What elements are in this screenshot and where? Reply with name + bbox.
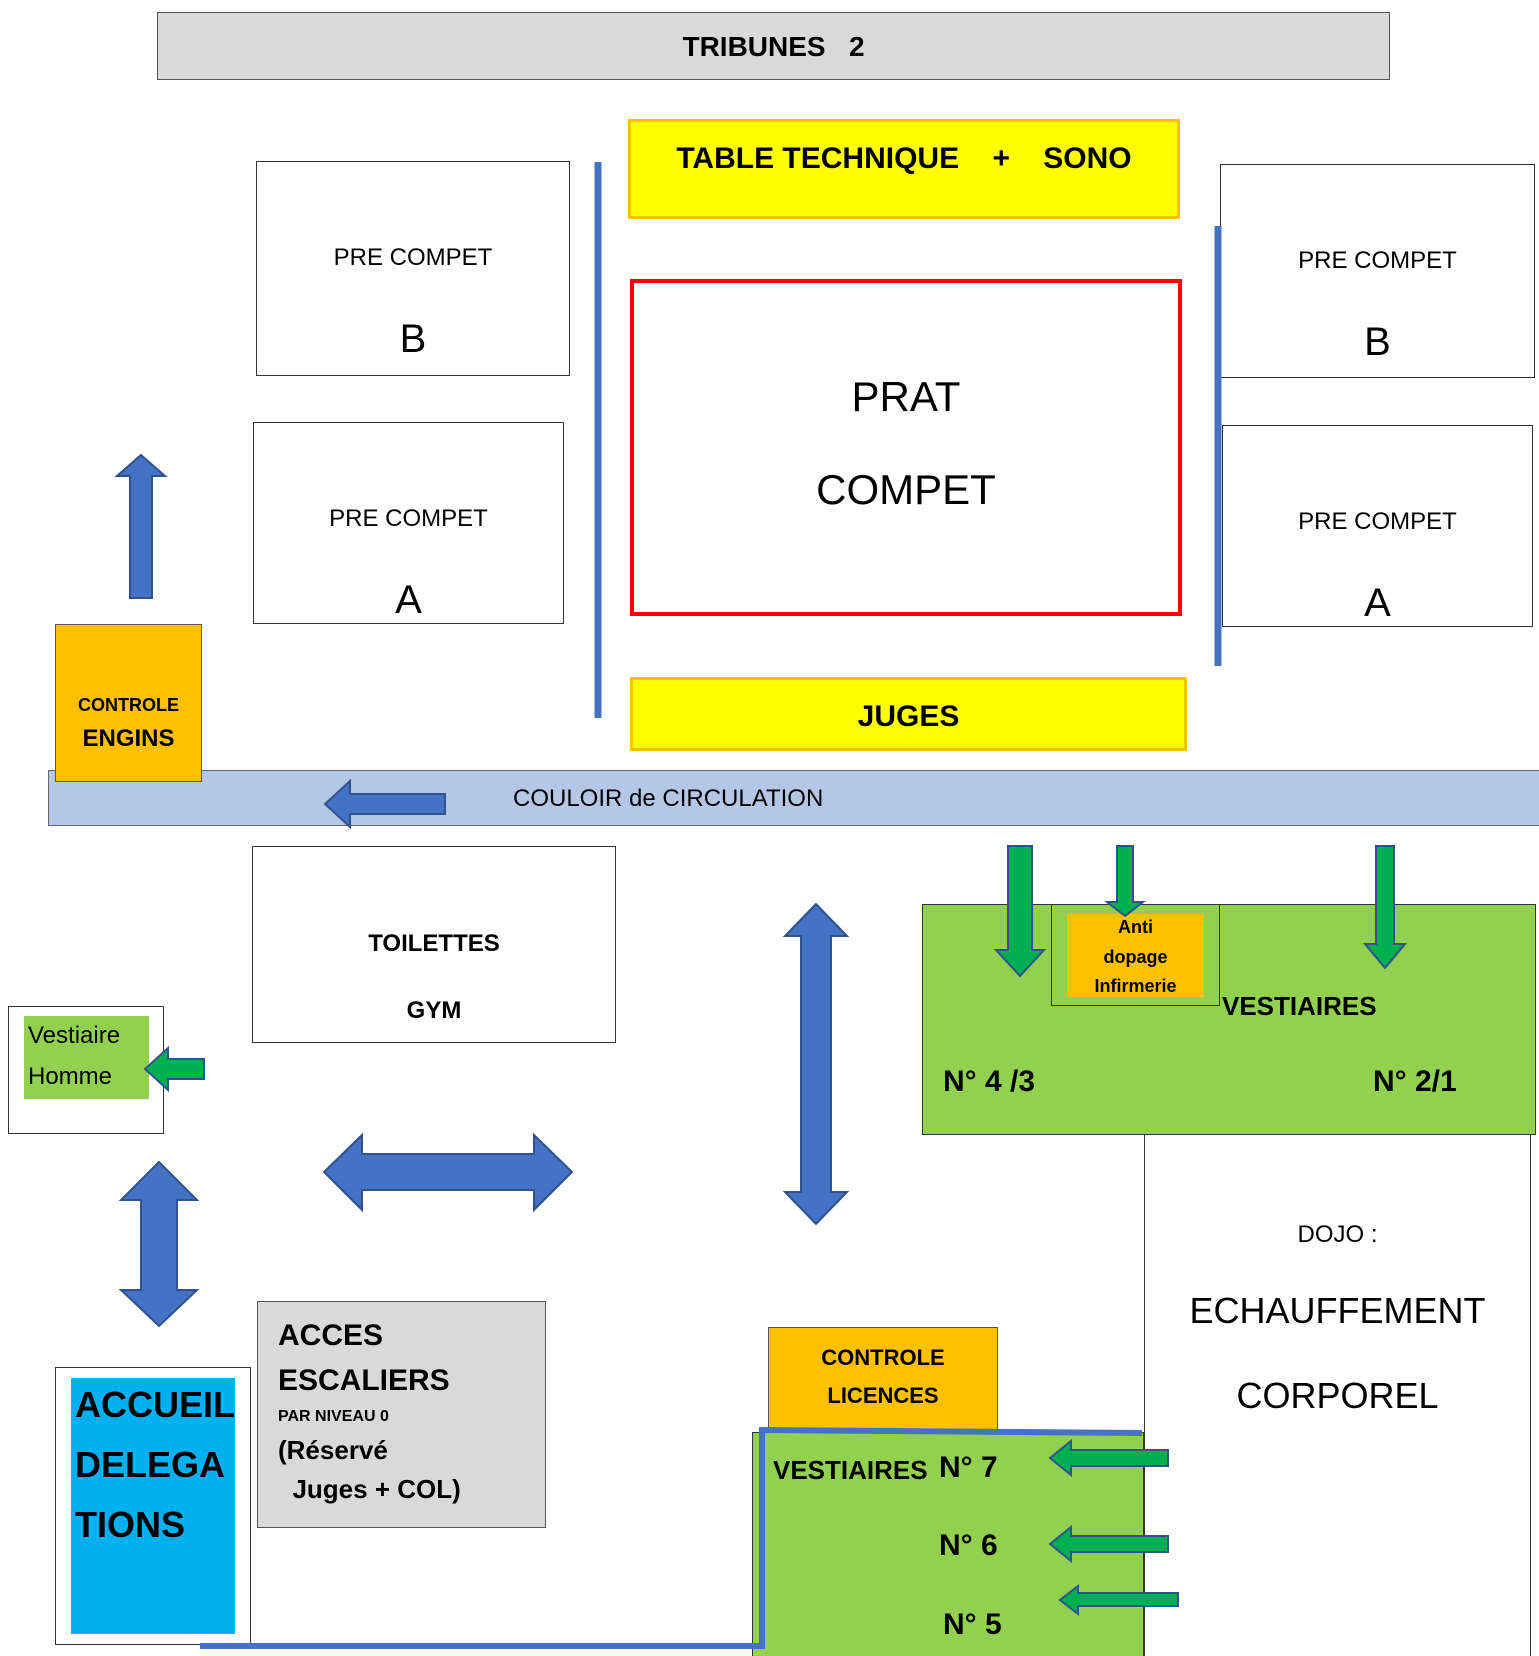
corridor: COULOIR de CIRCULATION <box>48 770 1539 826</box>
controle-licences-line2: LICENCES <box>827 1383 939 1408</box>
vestiaire-n5: N° 5 <box>943 1608 1002 1641</box>
competition-floor: PRAT COMPET <box>630 279 1182 616</box>
double-arrow-vertical-icon <box>782 902 850 1226</box>
acces-line5: Juges + COL) <box>278 1474 461 1504</box>
vestiaires-bottom-title: VESTIAIRES <box>773 1455 928 1485</box>
zone-letter: A <box>395 578 422 622</box>
table-technique: TABLE TECHNIQUE + SONO <box>628 119 1180 219</box>
controle-engins-line2: ENGINS <box>82 725 175 752</box>
double-arrow-horizontal-icon <box>322 1132 574 1213</box>
toilettes-label: TOILETTES <box>368 930 500 957</box>
corporel-label: CORPOREL <box>1236 1375 1439 1416</box>
arrow-down-icon <box>1104 845 1146 918</box>
tribunes-label: TRIBUNES 2 <box>682 31 865 62</box>
compet-label: COMPET <box>816 466 996 513</box>
accueil-line2: DELEGA <box>75 1444 226 1485</box>
zone-letter: B <box>399 317 427 361</box>
vestiaire-homme-line1: Vestiaire <box>28 1022 121 1049</box>
acces-escaliers: ACCES ESCALIERS PAR NIVEAU 0 (Réservé Ju… <box>257 1301 546 1528</box>
accueil-delegations: ACCUEIL DELEGA TIONS <box>71 1378 235 1634</box>
vestiaires-2-1: N° 2/1 <box>1373 1065 1457 1098</box>
arrow-down-icon <box>1362 845 1408 970</box>
pre-compet-label: PRE COMPET <box>1298 508 1457 535</box>
dopage-label: dopage <box>1103 947 1168 967</box>
arrow-left-icon <box>1048 1438 1169 1478</box>
anti-dopage-infirmerie: Anti dopage Infirmerie <box>1067 914 1204 997</box>
vestiaire-n7: N° 7 <box>939 1451 998 1484</box>
vestiaire-n6: N° 6 <box>939 1529 998 1562</box>
pre-compet-label: PRE COMPET <box>333 244 493 271</box>
arrow-left-icon <box>1058 1583 1179 1617</box>
vestiaires-top-title: VESTIAIRES <box>1222 991 1377 1021</box>
prat-label: PRAT <box>851 373 961 420</box>
echauffement-label: ECHAUFFEMENT <box>1189 1290 1486 1331</box>
acces-line2: ESCALIERS <box>278 1364 450 1397</box>
double-arrow-vertical-icon <box>118 1160 200 1328</box>
gym-label: GYM <box>406 997 462 1024</box>
arrow-left-icon <box>1048 1524 1169 1564</box>
controle-engins-line1: CONTROLE <box>78 695 179 715</box>
juges-label: JUGES <box>857 700 960 733</box>
corridor-label: COULOIR de CIRCULATION <box>513 785 824 812</box>
accueil-line1: ACCUEIL <box>75 1384 235 1425</box>
arrow-up-icon <box>114 453 168 599</box>
acces-line3: PAR NIVEAU 0 <box>278 1408 389 1425</box>
zone-letter: A <box>1364 581 1391 625</box>
dojo-label: DOJO : <box>1297 1221 1378 1248</box>
pre-compet-left-b: PRE COMPET B <box>256 161 570 376</box>
tribunes-banner: TRIBUNES 2 <box>157 12 1390 80</box>
arrow-down-icon <box>993 845 1047 978</box>
vestiaires-4-3: N° 4 /3 <box>943 1065 1036 1098</box>
zone-letter: B <box>1364 320 1391 364</box>
pre-compet-left-a: PRE COMPET A <box>253 422 564 624</box>
accueil-line3: TIONS <box>75 1504 186 1545</box>
infirmerie-label: Infirmerie <box>1094 976 1177 996</box>
controle-licences: CONTROLE LICENCES <box>768 1327 998 1434</box>
arrow-left-icon <box>323 778 446 830</box>
arrow-left-icon <box>143 1045 205 1093</box>
controle-licences-line1: CONTROLE <box>821 1345 945 1370</box>
pre-compet-label: PRE COMPET <box>329 505 488 532</box>
acces-line1: ACCES <box>278 1319 384 1352</box>
vestiaire-homme-line2: Homme <box>28 1063 113 1090</box>
juges-area: JUGES <box>630 677 1187 751</box>
controle-engins: CONTROLE ENGINS <box>55 624 202 782</box>
toilettes-gym: TOILETTES GYM <box>252 846 616 1043</box>
table-technique-label: TABLE TECHNIQUE + SONO <box>676 142 1132 175</box>
dojo: DOJO : ECHAUFFEMENT CORPOREL <box>1144 1134 1531 1656</box>
acces-line4: (Réservé <box>278 1435 388 1465</box>
anti-label: Anti <box>1118 917 1153 937</box>
pre-compet-label: PRE COMPET <box>1298 247 1457 274</box>
vestiaire-homme: Vestiaire Homme <box>24 1016 149 1099</box>
boundary-line <box>200 1426 1143 1649</box>
pre-compet-right-a: PRE COMPET A <box>1222 425 1533 627</box>
accueil-frame <box>55 1367 251 1645</box>
